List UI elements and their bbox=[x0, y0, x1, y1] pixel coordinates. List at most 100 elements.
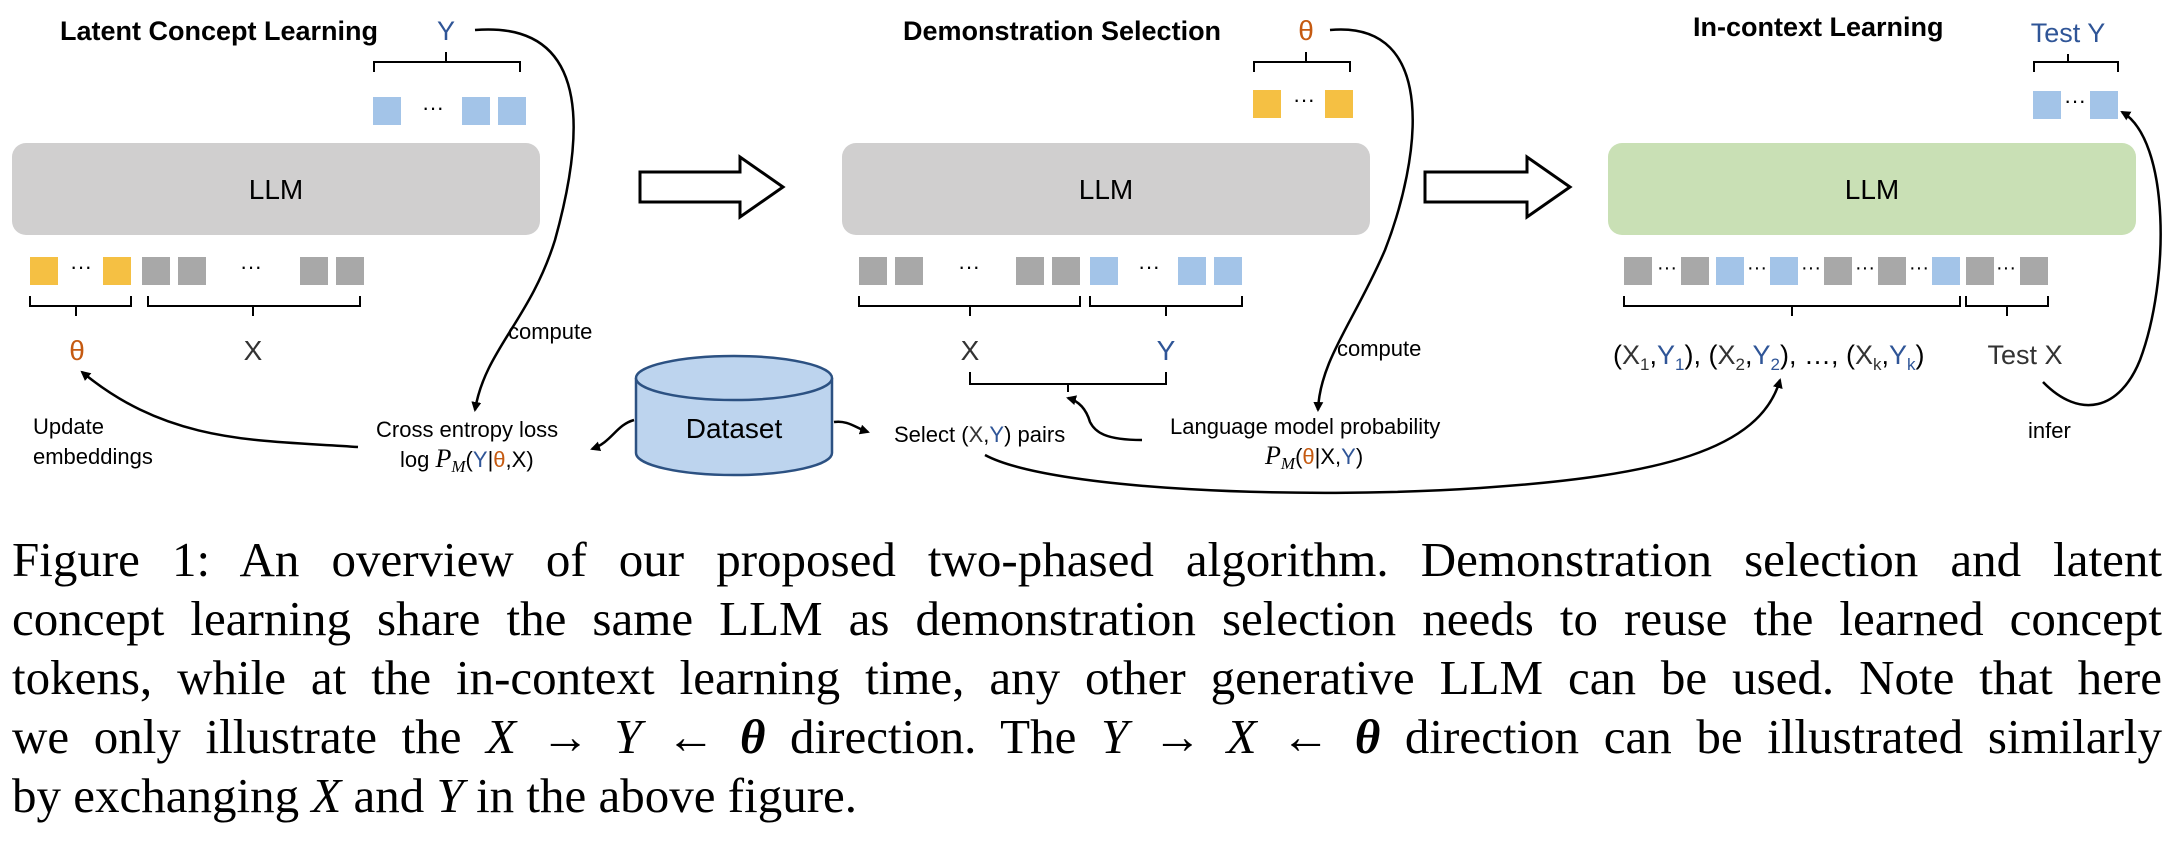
token-blue bbox=[1214, 257, 1242, 285]
caption-line: Figure 1: An overview of our proposed tw… bbox=[12, 532, 2162, 587]
token-gray bbox=[1052, 257, 1080, 285]
theta-label: θ bbox=[69, 335, 85, 366]
token-gray bbox=[2020, 257, 2048, 285]
select-to-pairs-arrow bbox=[984, 378, 1783, 495]
lmp-formula: PM(θ|X,Y) bbox=[1264, 441, 1363, 473]
ellipsis: ··· bbox=[1747, 257, 1767, 279]
update-arrow bbox=[80, 370, 359, 449]
token-yellow bbox=[1253, 90, 1281, 118]
xy-join-brace bbox=[969, 372, 1167, 392]
token-blue bbox=[1770, 257, 1798, 285]
x-label: X bbox=[244, 335, 263, 366]
ellipsis: ··· bbox=[240, 254, 262, 279]
panel2-x-brace bbox=[858, 296, 1081, 316]
ellipsis: ··· bbox=[422, 95, 444, 120]
select-pairs-label: Select (X,Y) pairs bbox=[894, 422, 1065, 447]
test-x-label: Test X bbox=[1987, 340, 2062, 370]
llm-label-2: LLM bbox=[1079, 174, 1133, 205]
panel2-y-brace bbox=[1089, 296, 1243, 316]
token-blue bbox=[498, 97, 526, 125]
phase-arrow-2 bbox=[1423, 154, 1573, 220]
demo-pairs-label: (X1,Y1), (X2,Y2), …, (Xk,Yk) bbox=[1613, 340, 1925, 374]
test-y-label: Test Y bbox=[2031, 18, 2106, 48]
panel2-title: Demonstration Selection bbox=[903, 16, 1221, 46]
ellipsis: ··· bbox=[1138, 254, 1160, 279]
token-yellow bbox=[30, 257, 58, 285]
panel1-y-label: Y bbox=[437, 16, 455, 46]
token-gray bbox=[1824, 257, 1852, 285]
lmp-line1: Language model probability bbox=[1170, 414, 1440, 439]
panel3-top-brace bbox=[2033, 54, 2119, 72]
token-gray bbox=[1624, 257, 1652, 285]
overview-diagram: Latent Concept Learning Y ··· LLM ··· ··… bbox=[12, 12, 2162, 495]
x-brace bbox=[147, 296, 361, 316]
token-gray bbox=[1878, 257, 1906, 285]
infer-arrow bbox=[2042, 110, 2162, 407]
token-blue bbox=[462, 97, 490, 125]
token-blue bbox=[373, 97, 401, 125]
dataset-to-select-arrow bbox=[833, 420, 870, 435]
token-blue bbox=[1932, 257, 1960, 285]
llm-box-2 bbox=[842, 143, 1370, 235]
token-blue bbox=[2033, 91, 2061, 119]
token-yellow bbox=[103, 257, 131, 285]
token-blue bbox=[1716, 257, 1744, 285]
demos-brace bbox=[1623, 296, 1961, 316]
llm-box-1 bbox=[12, 143, 540, 235]
panel2-y-label: Y bbox=[1157, 335, 1176, 366]
ellipsis: ··· bbox=[1909, 257, 1929, 279]
token-gray bbox=[300, 257, 328, 285]
ellipsis: ··· bbox=[958, 254, 980, 279]
update-line1: Update bbox=[33, 414, 104, 439]
panel3-title: In-context Learning bbox=[1693, 12, 1944, 42]
dataset-cylinder bbox=[634, 354, 834, 477]
panel2-top-brace bbox=[1253, 52, 1351, 72]
llm-label-3: LLM bbox=[1845, 174, 1899, 205]
token-gray bbox=[1681, 257, 1709, 285]
test-x-brace bbox=[1965, 296, 2049, 316]
ellipsis: ··· bbox=[1996, 257, 2016, 279]
token-blue bbox=[1090, 257, 1118, 285]
phase-arrow-1 bbox=[638, 154, 786, 220]
figure-caption: Figure 1: An overview of our proposed tw… bbox=[12, 530, 2162, 825]
panel2-theta-label: θ bbox=[1298, 15, 1314, 46]
token-gray bbox=[178, 257, 206, 285]
llm-box-3 bbox=[1608, 143, 2136, 235]
caption-line: by exchanging X and Y in the above figur… bbox=[12, 768, 858, 823]
token-gray bbox=[142, 257, 170, 285]
token-yellow bbox=[1325, 90, 1353, 118]
token-gray bbox=[895, 257, 923, 285]
token-gray bbox=[336, 257, 364, 285]
panel1-top-brace bbox=[373, 52, 521, 72]
panel2-x-label: X bbox=[961, 335, 980, 366]
ellipsis: ··· bbox=[1801, 257, 1821, 279]
theta-brace bbox=[29, 296, 132, 316]
token-blue bbox=[1178, 257, 1206, 285]
compute-arrow-2 bbox=[1313, 28, 1414, 412]
token-gray bbox=[1966, 257, 1994, 285]
ellipsis: ··· bbox=[1293, 87, 1315, 112]
token-blue bbox=[2090, 91, 2118, 119]
ellipsis: ··· bbox=[70, 254, 92, 279]
infer-label: infer bbox=[2028, 418, 2071, 443]
update-line2: embeddings bbox=[33, 444, 153, 469]
ellipsis: ··· bbox=[1657, 257, 1677, 279]
compute-label-2: compute bbox=[1337, 336, 1421, 361]
panel1-title: Latent Concept Learning bbox=[60, 16, 378, 46]
ellipsis: ··· bbox=[1855, 257, 1875, 279]
compute-label-1: compute bbox=[508, 319, 592, 344]
token-gray bbox=[1016, 257, 1044, 285]
dataset-to-loss-arrow bbox=[590, 418, 635, 452]
lmp-arrow bbox=[1066, 395, 1143, 442]
caption-line: we only illustrate the X → Y ← θ directi… bbox=[12, 709, 2163, 764]
compute-arrow-1 bbox=[471, 28, 575, 412]
caption-line: tokens, while at the in-context learning… bbox=[12, 650, 2162, 705]
caption-line: concept learning share the same LLM as d… bbox=[12, 591, 2162, 646]
ellipsis: ··· bbox=[2064, 88, 2086, 113]
loss-line1: Cross entropy loss bbox=[376, 417, 558, 442]
llm-label-1: LLM bbox=[249, 174, 303, 205]
token-gray bbox=[859, 257, 887, 285]
loss-formula: log PM(Y|θ,X) bbox=[400, 444, 534, 476]
dataset-label: Dataset bbox=[686, 413, 783, 444]
